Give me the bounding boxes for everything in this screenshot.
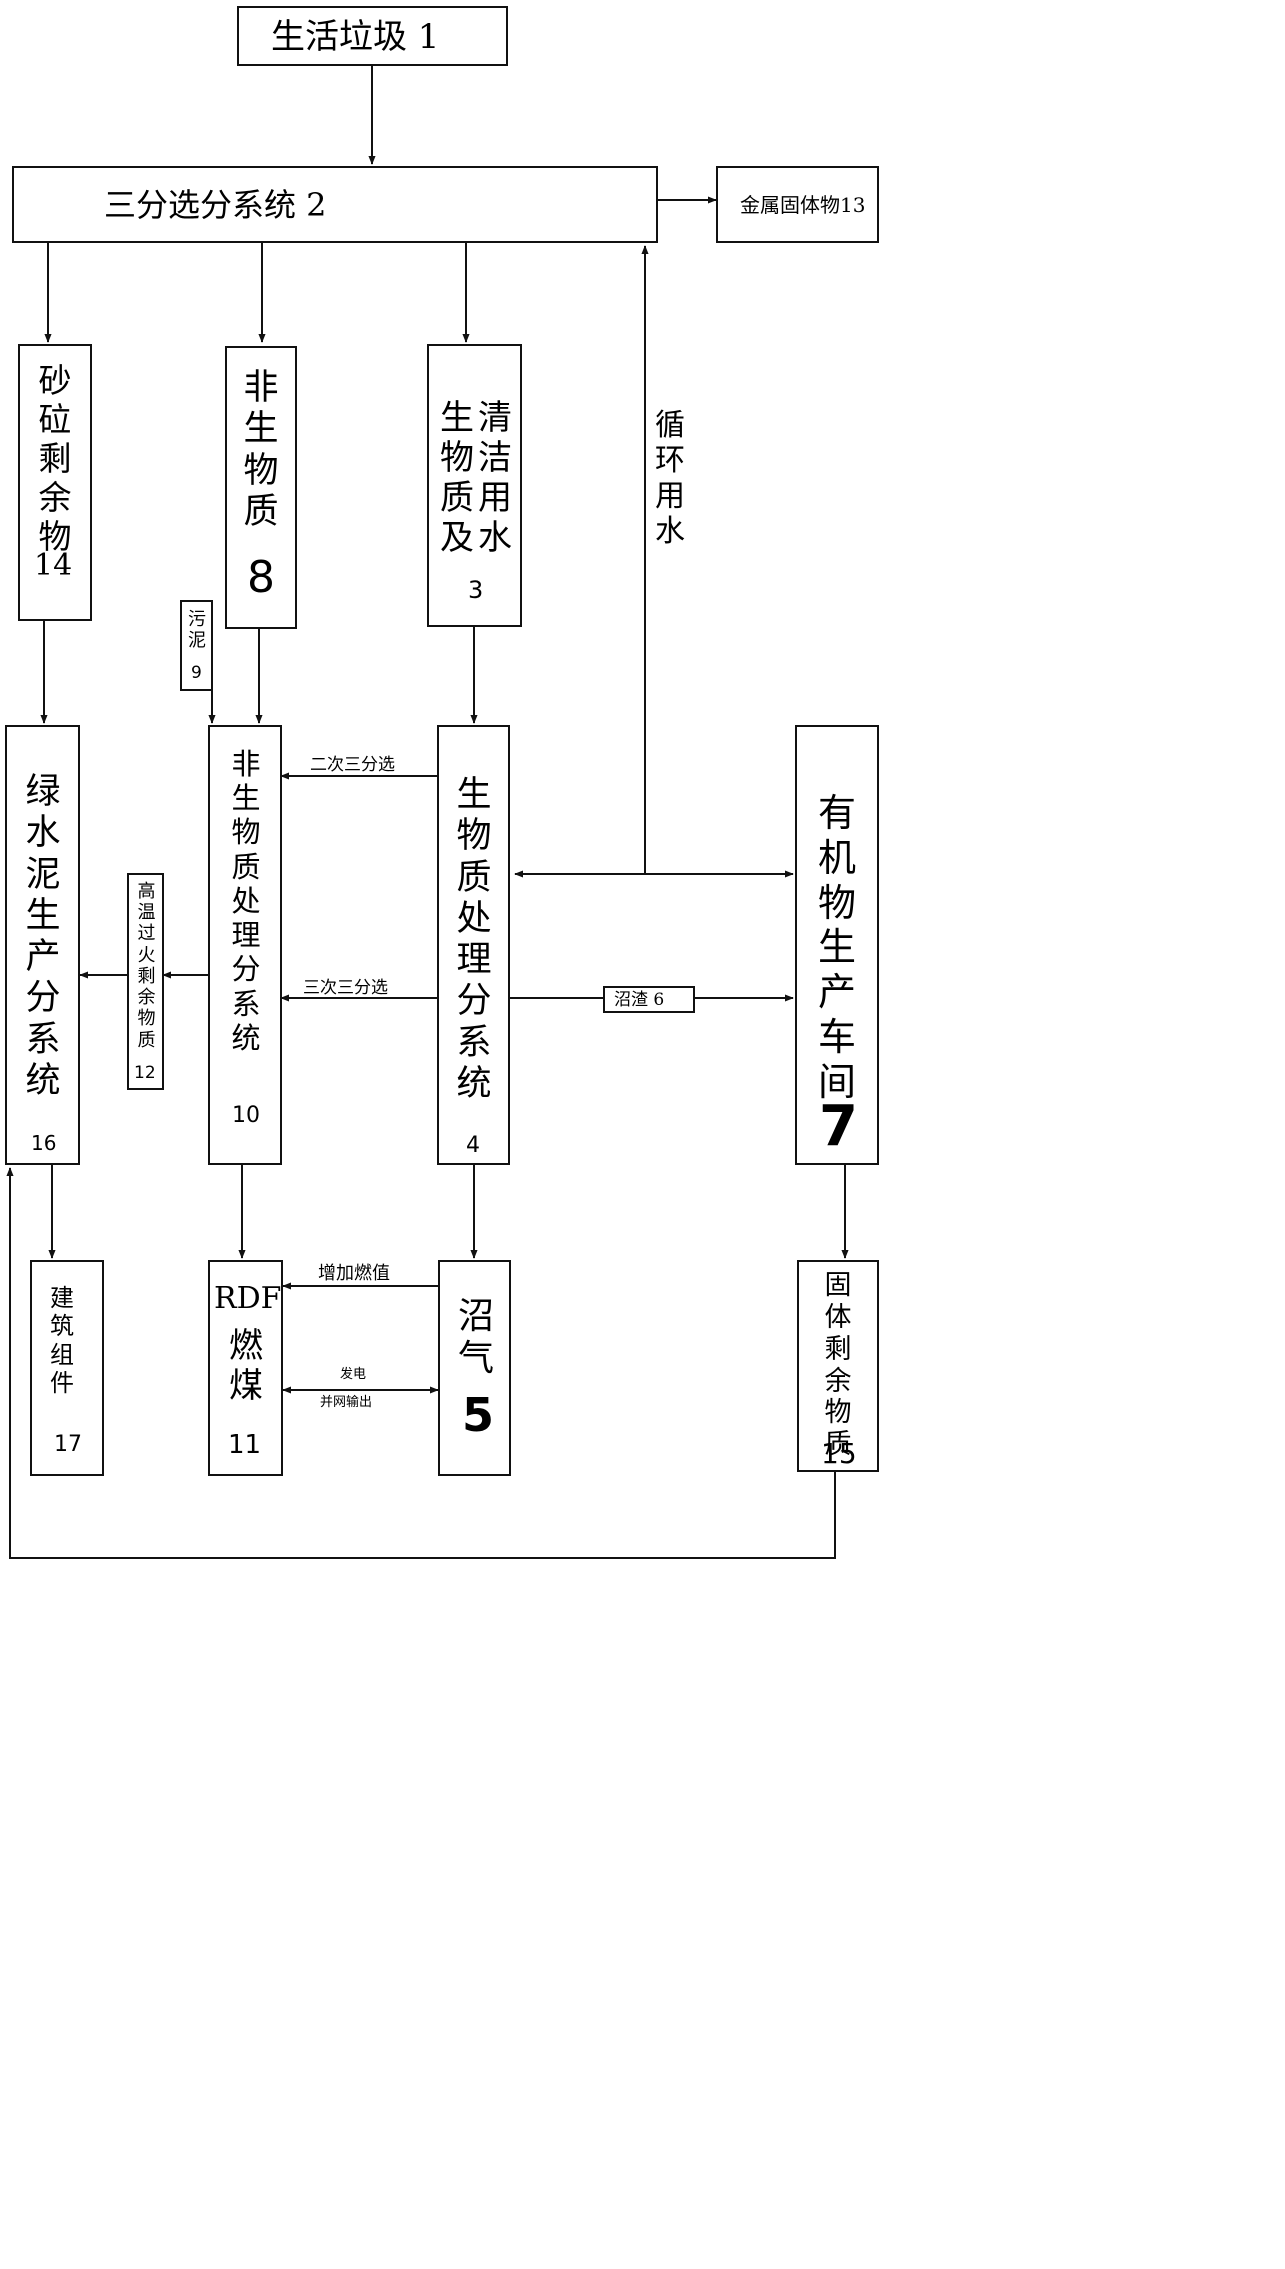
node-building: 建筑组件 17 <box>30 1260 104 1476</box>
edge-label-third-sort: 三次三分选 <box>303 978 388 998</box>
node-clean-bio-col1: 清洁用水 <box>478 398 512 559</box>
node-sand-residue-label: 砂砬剩余物 <box>38 361 72 556</box>
node-rdf-num: 11 <box>228 1430 262 1460</box>
node-biogas-num: 5 <box>462 1388 495 1442</box>
node-overfire-residue-num: 12 <box>134 1063 156 1083</box>
node-household-waste: 生活垃圾 1 <box>237 6 508 66</box>
node-bio-proc-num: 4 <box>466 1133 480 1158</box>
edge-label-second-sort: 二次三分选 <box>310 755 395 775</box>
node-three-sort-label: 三分选分系统 2 <box>104 186 327 224</box>
label-recycle-water: 循环用水 <box>655 408 685 550</box>
node-biogas-label: 沼气 <box>457 1296 494 1380</box>
node-solid-residue-num: 15 <box>821 1437 857 1470</box>
node-biogas: 沼气 5 <box>438 1260 511 1476</box>
node-metal-solids-label: 金属固体物13 <box>740 193 866 217</box>
node-sludge: 污泥 9 <box>180 600 213 691</box>
node-organic-plant-label: 有机物生产车间 <box>817 791 856 1104</box>
node-clean-bio: 清洁用水 生物质及 3 <box>427 344 522 627</box>
node-green-cement-num: 16 <box>31 1131 57 1155</box>
node-solid-residue-label: 固体剩余物质 <box>824 1270 852 1461</box>
node-sludge-num: 9 <box>191 663 202 683</box>
arrow-feedback-loop <box>6 1167 836 1559</box>
node-non-bio-num: 8 <box>247 552 275 603</box>
edge-label-increase-heat: 增加燃值 <box>318 1263 390 1284</box>
node-rdf: RDF 燃煤 11 <box>208 1260 283 1476</box>
node-metal-solids: 金属固体物13 <box>716 166 879 243</box>
node-non-bio-label: 非生物质 <box>243 368 279 532</box>
node-organic-plant-num: 7 <box>819 1094 858 1159</box>
node-three-sort: 三分选分系统 2 <box>12 166 658 243</box>
node-overfire-residue: 高温过火剩余物质 12 <box>127 873 164 1090</box>
node-clean-bio-col2: 生物质及 <box>440 398 474 559</box>
node-overfire-residue-label: 高温过火剩余物质 <box>137 881 156 1051</box>
node-rdf-line1: RDF <box>214 1281 282 1316</box>
node-organic-plant: 有机物生产车间 7 <box>795 725 879 1165</box>
edge-label-digestate: 沼渣 6 <box>614 990 665 1010</box>
edge-label-power-line1: 发电 <box>340 1367 367 1382</box>
node-sludge-label: 污泥 <box>188 609 206 652</box>
node-bio-proc-label: 生物质处理分系统 <box>456 775 492 1105</box>
node-non-bio-proc-num: 10 <box>232 1103 260 1128</box>
node-green-cement: 绿水泥生产分系统 16 <box>5 725 80 1165</box>
node-sand-residue: 砂砬剩余物 14 <box>18 344 92 621</box>
node-bio-proc: 生物质处理分系统 4 <box>437 725 510 1165</box>
node-household-waste-label: 生活垃圾 1 <box>271 17 440 57</box>
node-rdf-line2: 燃煤 <box>229 1326 263 1407</box>
node-non-bio-proc-label: 非生物质处理分系统 <box>231 747 261 1055</box>
node-building-num: 17 <box>54 1432 82 1457</box>
node-clean-bio-num: 3 <box>468 576 484 604</box>
flow-connectors <box>6 65 849 1559</box>
node-green-cement-label: 绿水泥生产分系统 <box>25 772 61 1102</box>
edge-label-digestate-box: 沼渣 6 <box>603 986 695 1013</box>
node-solid-residue: 固体剩余物质 15 <box>797 1260 879 1472</box>
edge-label-power-line2: 并网输出 <box>320 1395 373 1410</box>
node-sand-residue-num: 14 <box>34 548 73 583</box>
node-building-label: 建筑组件 <box>50 1284 74 1397</box>
node-non-bio: 非生物质 8 <box>225 346 297 629</box>
node-non-bio-proc: 非生物质处理分系统 10 <box>208 725 282 1165</box>
